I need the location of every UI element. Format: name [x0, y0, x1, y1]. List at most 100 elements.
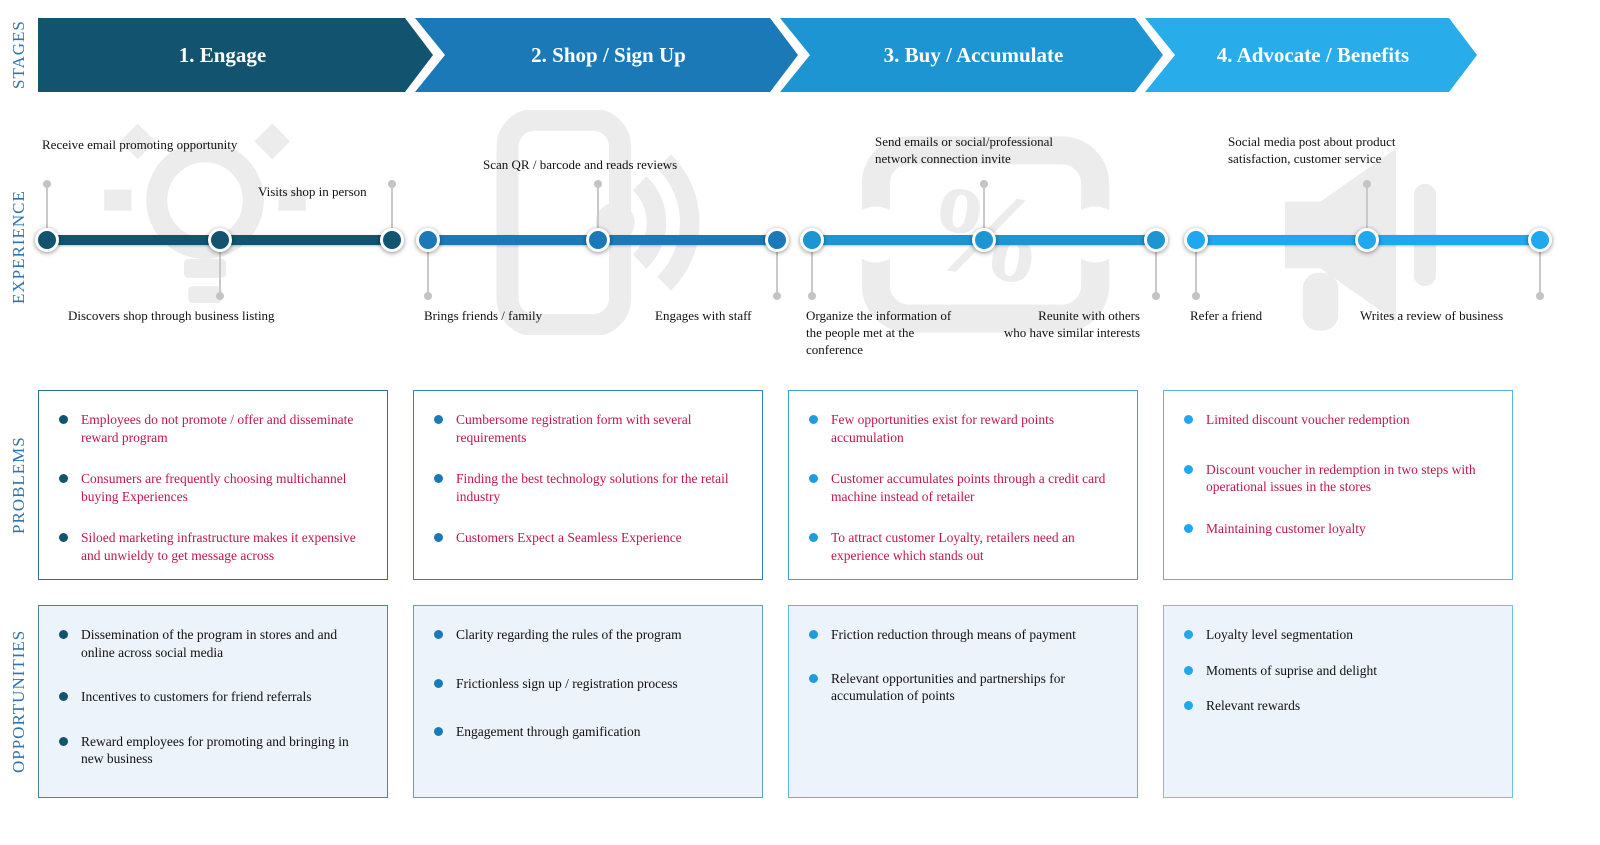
problems-box-engage: Employees do not promote / offer and dis…: [38, 390, 388, 580]
problem-text: Cumbersome registration form with severa…: [456, 412, 692, 445]
timeline-dot: [1355, 228, 1379, 252]
bullet-icon: [434, 727, 443, 736]
problem-item: Maintaining customer loyalty: [1184, 520, 1498, 538]
connector-end-dot: [1363, 180, 1371, 188]
bullet-icon: [1184, 523, 1193, 533]
touchpoint-label: Refer a friend: [1190, 308, 1263, 323]
timeline-dot: [1144, 228, 1168, 252]
problem-text: Limited discount voucher redemption: [1206, 412, 1410, 427]
opportunity-item: Frictionless sign up / registration proc…: [434, 675, 748, 693]
touchpoint-label: Send emails or social/professional netwo…: [875, 134, 1053, 166]
problem-item: To attract customer Loyalty, retailers n…: [809, 529, 1123, 564]
bullet-icon: [809, 474, 818, 483]
opportunities-box-buy-accumulate: Friction reduction through means of paym…: [788, 605, 1138, 798]
opportunity-item: Loyalty level segmentation: [1184, 626, 1498, 644]
bullet-icon: [59, 474, 68, 483]
opportunity-item: Friction reduction through means of paym…: [809, 626, 1123, 644]
opportunity-text: Incentives to customers for friend refer…: [81, 689, 312, 704]
connector-line: [46, 186, 48, 240]
opportunity-text: Reward employees for promoting and bring…: [81, 733, 349, 767]
touchpoint-label: Organize the information of the people m…: [806, 308, 952, 357]
opportunity-text: Frictionless sign up / registration proc…: [456, 675, 678, 691]
touchpoint-label: Receive email promoting opportunity: [42, 137, 238, 152]
rail-label-problems: PROBLEMS: [9, 436, 28, 535]
bullet-icon: [59, 533, 68, 542]
connector-line: [597, 186, 599, 240]
opportunity-text: Dissemination of the program in stores a…: [81, 627, 338, 660]
lightbulb-watermark-icon: [104, 123, 306, 304]
bullet-icon: [59, 736, 68, 746]
timeline-dot: [416, 228, 440, 252]
connector-line: [1195, 240, 1197, 298]
opportunity-text: Friction reduction through means of paym…: [831, 627, 1076, 642]
bullet-icon: [59, 630, 68, 639]
problem-text: Siloed marketing infrastructure makes it…: [81, 530, 356, 563]
problem-text: Finding the best technology solutions fo…: [456, 471, 729, 504]
problem-item: Consumers are frequently choosing multic…: [59, 470, 373, 505]
bullet-icon: [434, 630, 443, 639]
connector-end-dot: [43, 180, 51, 188]
stage-arrow-advocate-benefits: 4. Advocate / Benefits: [1145, 18, 1477, 92]
connector-end-dot: [1152, 292, 1160, 300]
touchpoint-label: Reunite with others who have similar int…: [1003, 308, 1140, 340]
opportunity-item: Clarity regarding the rules of the progr…: [434, 626, 748, 644]
opportunity-text: Relevant rewards: [1206, 698, 1301, 713]
problem-item: Limited discount voucher redemption: [1184, 411, 1498, 429]
stage-arrow-label: 4. Advocate / Benefits: [1216, 42, 1410, 67]
problem-text: Discount voucher in redemption in two st…: [1206, 461, 1476, 495]
opportunity-text: Engagement through gamification: [456, 724, 641, 739]
connector-end-dot: [808, 292, 816, 300]
bullet-icon: [809, 533, 818, 542]
bullet-icon: [809, 415, 818, 424]
connector-line: [1539, 240, 1541, 298]
problem-item: Customers Expect a Seamless Experience: [434, 529, 748, 547]
connector-line: [776, 240, 778, 298]
problem-item: Discount voucher in redemption in two st…: [1184, 461, 1498, 496]
connector-end-dot: [980, 180, 988, 188]
connector-line: [1366, 186, 1368, 240]
touchpoint-label: Discovers shop through business listing: [68, 308, 275, 323]
connector-line: [1155, 240, 1157, 298]
bullet-icon: [809, 630, 818, 639]
bullet-icon: [59, 415, 68, 424]
problem-item: Finding the best technology solutions fo…: [434, 470, 748, 505]
problem-item: Customer accumulates points through a cr…: [809, 470, 1123, 505]
timeline-dot: [586, 228, 610, 252]
touchpoint-label: Writes a review of business: [1360, 308, 1504, 323]
rail-label-experience: EXPERIENCE: [9, 190, 28, 304]
opportunity-item: Engagement through gamification: [434, 723, 748, 741]
bullet-icon: [809, 673, 818, 683]
touchpoint-label: Brings friends / family: [424, 308, 543, 323]
stage-arrow-label: 3. Buy / Accumulate: [883, 42, 1064, 67]
opportunity-text: Loyalty level segmentation: [1206, 627, 1353, 642]
problem-text: Customer accumulates points through a cr…: [831, 471, 1106, 504]
problem-text: Few opportunities exist for reward point…: [831, 412, 1055, 445]
stage-arrow-buy-accumulate: 3. Buy / Accumulate: [780, 18, 1163, 92]
bullet-icon: [434, 533, 443, 542]
touchpoint-label: Visits shop in person: [258, 184, 367, 199]
problems-box-shop-signup: Cumbersome registration form with severa…: [413, 390, 763, 580]
opportunity-item: Incentives to customers for friend refer…: [59, 688, 373, 706]
bullet-icon: [434, 678, 443, 688]
problem-text: Maintaining customer loyalty: [1206, 520, 1366, 536]
bullet-icon: [434, 415, 443, 424]
connector-line: [391, 186, 393, 240]
opportunity-item: Relevant rewards: [1184, 697, 1498, 715]
rail-label-opportunities: OPPORTUNITIES: [9, 629, 28, 774]
timeline-dot: [800, 228, 824, 252]
opportunity-text: Moments of suprise and delight: [1206, 662, 1377, 678]
problem-item: Employees do not promote / offer and dis…: [59, 411, 373, 446]
connector-line: [811, 240, 813, 298]
connector-line: [983, 186, 985, 240]
bullet-icon: [1184, 701, 1193, 710]
smartphone-reviews-watermark-icon: [496, 110, 700, 335]
opportunity-item: Relevant opportunities and partnerships …: [809, 670, 1123, 705]
problem-item: Siloed marketing infrastructure makes it…: [59, 529, 373, 564]
timeline-dot: [765, 228, 789, 252]
opportunities-box-shop-signup: Clarity regarding the rules of the progr…: [413, 605, 763, 798]
bullet-icon: [1184, 464, 1193, 474]
opportunity-text: Clarity regarding the rules of the progr…: [456, 627, 682, 642]
bullet-icon: [1184, 665, 1193, 675]
opportunity-item: Reward employees for promoting and bring…: [59, 733, 373, 768]
